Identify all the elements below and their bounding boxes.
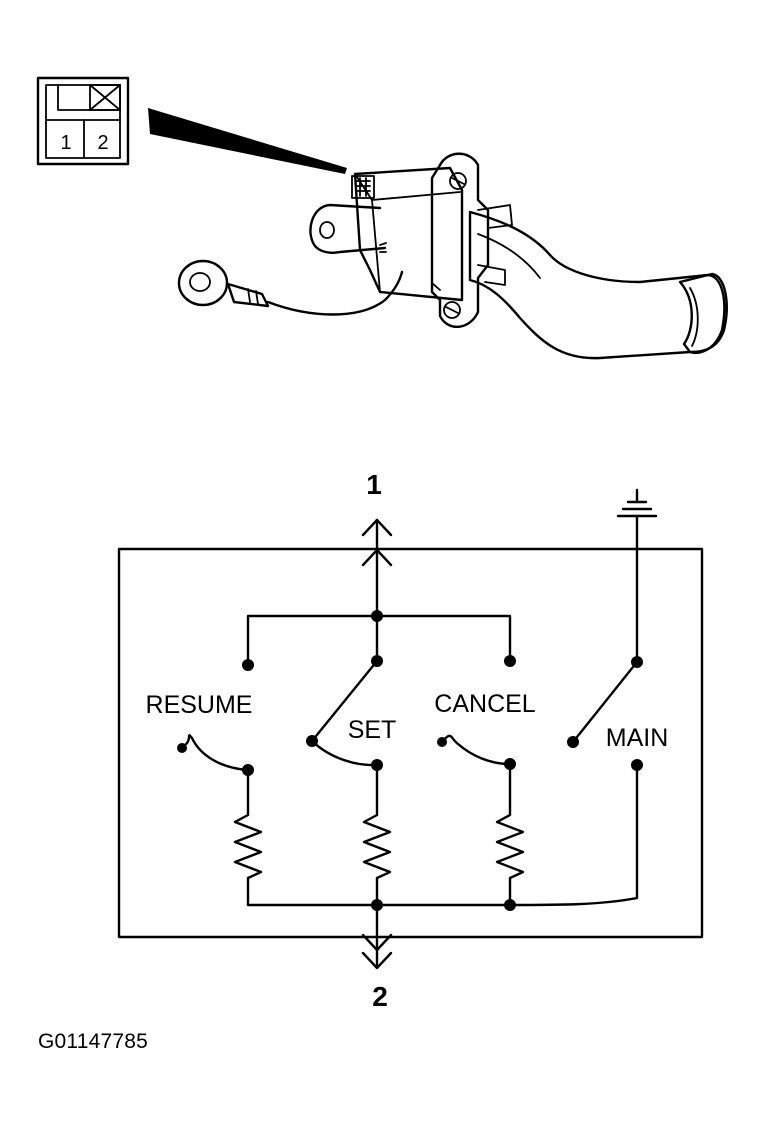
- switch-enclosure: [117, 547, 704, 939]
- set-pivot: [306, 735, 318, 747]
- resume-top-contact: [242, 659, 254, 671]
- main-switch-label: MAIN: [606, 724, 669, 752]
- mounting-plate-screw-top-slot: [451, 177, 465, 185]
- connector-outline: [36, 76, 130, 166]
- switch-body-top: [354, 173, 461, 201]
- terminal-1-connector-symbol: [361, 518, 393, 567]
- switch-connector-grid: [355, 177, 371, 197]
- switch-connector-plug: [351, 175, 375, 199]
- cancel-top-contact: [504, 655, 516, 667]
- main-pivot: [567, 736, 579, 748]
- resume-pivot: [177, 743, 187, 753]
- mounting-arm-hole: [319, 221, 335, 239]
- terminal-2-connector-symbol: [361, 933, 393, 970]
- mounting-plate-screw-bottom-icon: [443, 301, 461, 319]
- set-switch-link: [310, 739, 379, 767]
- connector-key: [57, 84, 121, 111]
- set-switch-blade: [310, 659, 379, 743]
- stalk-tip-cap: [678, 272, 728, 354]
- connector-blank-cavity: [89, 84, 121, 111]
- mounting-plate: [430, 152, 490, 328]
- mounting-plate-screw-bottom-slot: [445, 306, 459, 314]
- stalk-tip-shade: [689, 287, 699, 347]
- connector-face-view: 1 2: [36, 76, 130, 166]
- cancel-switch-spring: [440, 734, 512, 766]
- stalk-lever: [468, 210, 726, 360]
- ground-icon: [616, 488, 658, 518]
- cancel-resistor: [495, 762, 525, 907]
- resume-switch-spring: [178, 734, 250, 772]
- mounting-plate-bracket: [477, 204, 513, 286]
- ground-wire-crimp-bands: [247, 288, 259, 305]
- cancel-pivot: [437, 737, 447, 747]
- resume-switch-label: RESUME: [146, 691, 253, 719]
- terminal-2-label: 2: [372, 981, 388, 1012]
- ring-terminal-hole: [189, 272, 211, 292]
- connector-cavity-cross-icon: [89, 84, 121, 111]
- bottom-bus: [246, 896, 639, 907]
- mounting-plate-screw-top-icon: [449, 172, 467, 190]
- ground-wire-crimp: [226, 282, 270, 308]
- terminal-1-label: 1: [366, 469, 382, 500]
- cancel-bus-junction: [504, 899, 516, 911]
- switch-body: [353, 166, 464, 302]
- connector-inner: [45, 84, 121, 159]
- switch-detail: [379, 242, 441, 291]
- connector-pin-2-label: 2: [97, 132, 108, 154]
- set-switch-label: SET: [348, 716, 397, 744]
- cruise-control-switch-illustration: [177, 152, 728, 360]
- top-bus-junction: [371, 610, 383, 622]
- main-switch-blade: [571, 660, 639, 744]
- set-resistor: [362, 763, 392, 907]
- switch-schematic: 1 RESUME SET CANCEL: [117, 469, 704, 1012]
- stalk-ridge: [477, 233, 541, 279]
- mounting-arm: [309, 203, 387, 254]
- ground-wire: [266, 270, 404, 316]
- cancel-switch-label: CANCEL: [434, 690, 536, 718]
- figure-code: G01147785: [38, 1030, 149, 1053]
- callout-wedge: [148, 108, 347, 174]
- connector-pin-1-label: 1: [60, 132, 71, 154]
- resume-resistor: [233, 768, 263, 907]
- switch-body-edge: [371, 199, 381, 293]
- ring-terminal: [177, 259, 229, 307]
